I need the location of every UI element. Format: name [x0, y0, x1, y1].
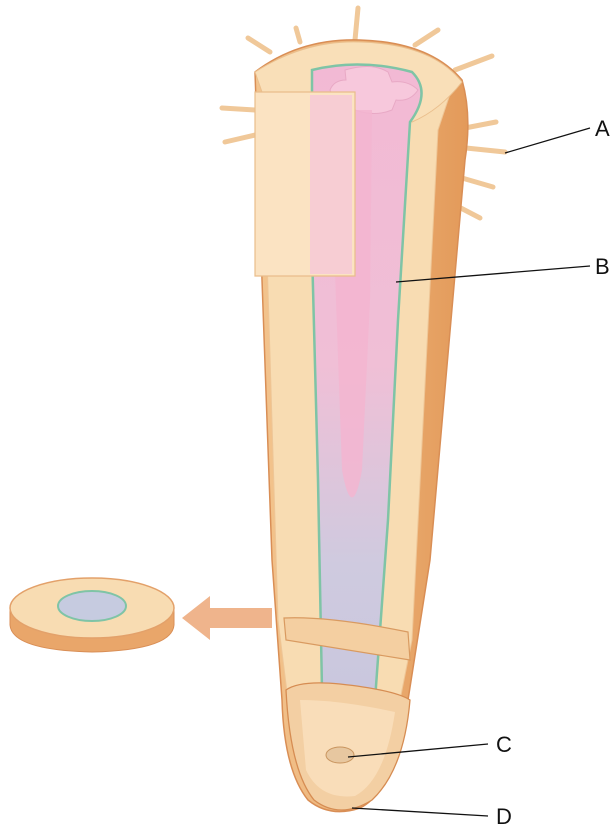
apical-meristem — [326, 747, 354, 763]
label-d: D — [496, 804, 512, 827]
leader-a — [505, 128, 590, 153]
direction-arrow — [182, 596, 272, 640]
leader-d — [352, 808, 488, 816]
cross-section-disc — [10, 578, 174, 652]
label-c: C — [496, 732, 512, 757]
cortex-slab-pink — [310, 95, 352, 274]
label-a: A — [595, 116, 610, 141]
label-b: B — [595, 254, 610, 279]
